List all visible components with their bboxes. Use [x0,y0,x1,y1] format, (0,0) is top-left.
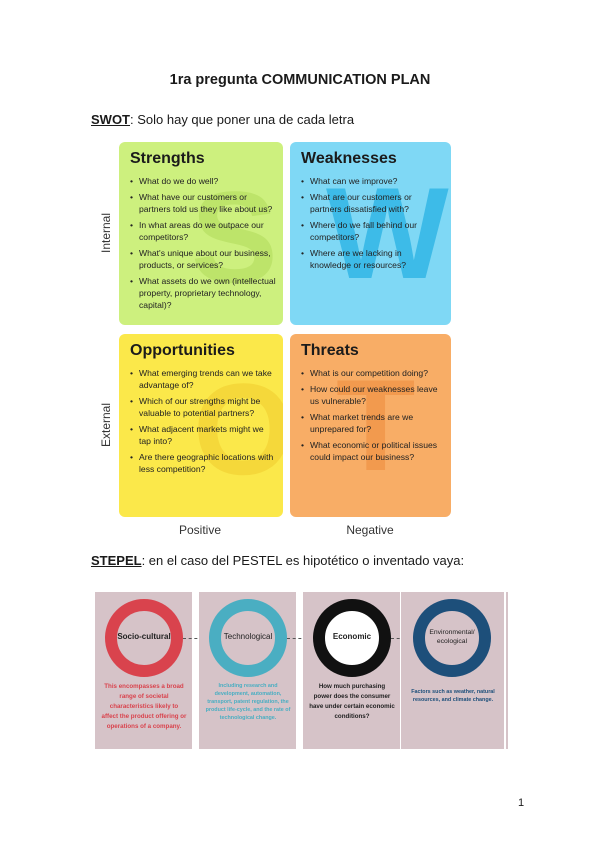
pestel-card-socio-cultural: Socio-cultural This encompasses a broad … [95,592,192,749]
pestel-desc-technological: Including research and development, auto… [205,683,291,721]
pestel-desc-socio-cultural: This encompasses a broad range of societ… [101,683,187,730]
stepel-heading: STEPEL: en el caso del PESTEL es hipotét… [91,553,464,568]
pestel-label-socio-cultural: Socio-cultural [117,632,171,641]
pestel-diagram: Socio-cultural This encompasses a broad … [95,592,508,749]
swot-key: SWOT [91,112,130,127]
swot-heading: SWOT: Solo hay que poner una de cada let… [91,112,354,127]
pestel-card-economic: Economic How much purchasing power does … [303,592,400,749]
stepel-heading-text: : en el caso del PESTEL es hipotético o … [141,553,465,568]
opportunities-title: Opportunities [130,342,235,359]
weaknesses-title: Weaknesses [301,150,397,167]
swot-heading-text: : Solo hay que poner una de cada letra [130,112,355,127]
swot-bullet-item: What assets do we own (intellectual prop… [130,275,277,311]
stepel-key: STEPEL [91,553,142,568]
swot-bullet-item: How could our weaknesses leave us vulner… [301,383,445,407]
pestel-label-technological: Technological [223,632,273,641]
pestel-card-environmental: Environmental/ ecological Factors such a… [401,592,504,749]
pestel-card-technological: Technological Including research and dev… [199,592,296,749]
swot-bullet-item: What market trends are we unprepared for… [301,411,445,435]
swot-bullet-item: What are our customers or partners dissa… [301,191,445,215]
document-title: 1ra pregunta COMMUNICATION PLAN [169,72,431,88]
swot-bullet-item: What adjacent markets might we tap into? [130,423,277,447]
swot-opportunities: O Opportunities What emerging trends can… [119,334,283,517]
swot-bullet-item: Where are we lacking in knowledge or res… [301,247,445,271]
swot-bullet-item: What emerging trends can we take advanta… [130,367,277,391]
swot-bullet-item: What is our competition doing? [301,367,445,379]
axis-negative: Negative [346,523,394,537]
swot-bullet-item: What's unique about our business, produc… [130,247,277,271]
pestel-desc-environmental: Factors such as weather, natural resourc… [411,689,495,703]
strengths-list: What do we do well? What have our custome… [130,175,277,315]
opportunities-list: What emerging trends can we take advanta… [130,367,277,479]
weaknesses-list: What can we improve? What are our custome… [301,175,445,275]
axis-external: External [99,402,113,448]
axis-internal: Internal [99,212,113,254]
pestel-next-card-edge [506,592,508,749]
swot-strengths: S Strengths What do we do well?What have… [119,142,283,325]
pestel-label-environmental: Environmental/ ecological [429,629,475,645]
swot-weaknesses: W Weaknesses What can we improve?What ar… [290,142,451,325]
swot-bullet-item: What have our customers or partners told… [130,191,277,215]
swot-bullet-item: What do we do well? [130,175,277,187]
swot-bullet-item: Where do we fall behind our competitors? [301,219,445,243]
page-number: 1 [518,797,525,809]
swot-bullet-item: Which of our strengths might be valuable… [130,395,277,419]
strengths-title: Strengths [130,150,205,167]
pestel-arrow [183,638,203,639]
threats-list: What is our competition doing? How could … [301,367,445,467]
pestel-desc-economic: How much purchasing power does the consu… [309,683,395,720]
swot-bullet-item: What economic or political issues could … [301,439,445,463]
swot-bullet-item: In what areas do we outpace our competit… [130,219,277,243]
swot-bullet-item: Are there geographic locations with less… [130,451,277,475]
threats-title: Threats [301,342,359,359]
pestel-label-economic: Economic [332,632,372,641]
swot-threats: T Threats What is our competition doing?… [290,334,451,517]
swot-bullet-item: What can we improve? [301,175,445,187]
axis-positive: Positive [178,523,222,537]
pestel-arrow [287,638,307,639]
